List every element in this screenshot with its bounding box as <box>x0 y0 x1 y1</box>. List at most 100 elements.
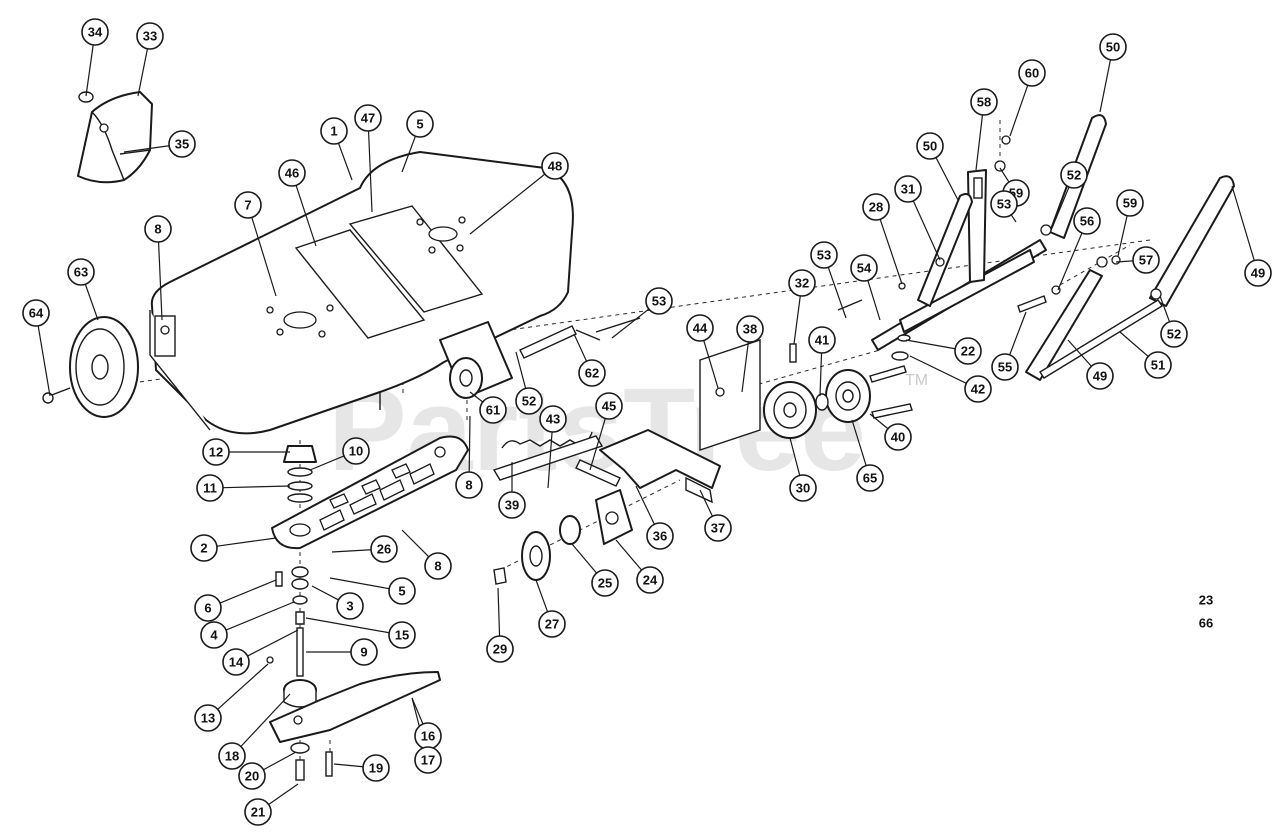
callout-58: 58 <box>970 88 998 116</box>
callout-circle <box>81 18 109 46</box>
spindle-assembly <box>266 445 317 677</box>
callout-52: 52 <box>1160 320 1188 348</box>
leader-line-59 <box>1117 215 1128 257</box>
leader-line-28 <box>879 219 903 285</box>
leader-line-42 <box>909 355 967 384</box>
leader-line-56 <box>1057 232 1083 291</box>
callout-circle <box>916 132 944 160</box>
callout-circle <box>22 299 50 327</box>
leader-line-52 <box>1051 186 1070 229</box>
callout-circle <box>136 22 164 50</box>
callout-number: 15 <box>395 628 409 643</box>
callout-number: 25 <box>598 576 612 591</box>
leader-line-19 <box>333 763 364 768</box>
callout-number: 7 <box>244 198 251 213</box>
callout-circle <box>190 534 218 562</box>
callout-36: 36 <box>646 522 674 550</box>
callout-50: 50 <box>1099 33 1127 61</box>
callout-circle <box>486 635 514 663</box>
callout-circle <box>234 191 262 219</box>
callout-circle <box>388 577 416 605</box>
leader-line-29 <box>497 587 501 637</box>
callout-leaders <box>37 44 1255 806</box>
callout-circle <box>1132 246 1160 274</box>
callout-3: 3 <box>336 592 364 620</box>
callout-51: 51 <box>1144 351 1172 379</box>
callout-circle <box>67 258 95 286</box>
callout-number: 49 <box>1251 266 1265 281</box>
callout-number: 22 <box>961 344 975 359</box>
leader-line-40 <box>869 413 889 430</box>
callout-number: 61 <box>486 403 500 418</box>
callout-number: 30 <box>796 481 810 496</box>
callout-63: 63 <box>67 258 95 286</box>
callout-47: 47 <box>354 104 382 132</box>
callout-number: 27 <box>545 617 559 632</box>
leader-line-50 <box>935 157 959 201</box>
callout-46: 46 <box>278 159 306 187</box>
leader-line-32 <box>793 295 801 345</box>
leader-line-16 <box>411 697 424 725</box>
callout-27: 27 <box>538 610 566 638</box>
callout-13: 13 <box>194 704 222 732</box>
callout-circle <box>808 326 836 354</box>
leader-line-7 <box>251 217 277 297</box>
callout-number: 45 <box>602 399 616 414</box>
callout-number: 43 <box>546 412 560 427</box>
mower-deck-housing <box>149 151 574 435</box>
callout-circle <box>515 387 543 415</box>
leader-line-5 <box>329 577 390 590</box>
callout-number: 20 <box>245 769 259 784</box>
callout-number: 40 <box>891 430 905 445</box>
callout-53: 53 <box>810 241 838 269</box>
callout-circle <box>218 742 246 770</box>
callout-number: 65 <box>863 471 877 486</box>
callout-31: 31 <box>894 175 922 203</box>
leader-line-59 <box>999 167 1010 183</box>
leader-line-20 <box>263 751 297 771</box>
callout-8: 8 <box>144 215 172 243</box>
leader-line-21 <box>268 783 299 806</box>
callout-number: 13 <box>201 711 215 726</box>
leader-line-41 <box>819 352 823 397</box>
leader-line-49 <box>1231 185 1255 261</box>
callout-8: 8 <box>424 552 452 580</box>
callout-15: 15 <box>388 621 416 649</box>
leader-line-54 <box>867 280 881 321</box>
callout-number: 1 <box>330 124 337 139</box>
callout-circle <box>788 269 816 297</box>
callout-circle <box>350 638 378 666</box>
callout-circle <box>1060 161 1088 189</box>
callout-circle <box>636 566 664 594</box>
callout-circle <box>645 287 673 315</box>
leader-line-65 <box>851 419 867 466</box>
leader-line-47 <box>367 130 373 213</box>
callout-number: 63 <box>74 265 88 280</box>
callout-29: 29 <box>486 635 514 663</box>
callout-2: 2 <box>190 534 218 562</box>
leader-line-63 <box>84 284 99 321</box>
callout-39: 39 <box>498 491 526 519</box>
callout-circle <box>194 704 222 732</box>
leader-line-4 <box>225 601 295 631</box>
callout-number: 53 <box>652 294 666 309</box>
leader-line-31 <box>912 200 941 261</box>
callout-number: 56 <box>1080 214 1094 229</box>
callout-circle <box>1244 259 1272 287</box>
callout-62: 62 <box>578 359 606 387</box>
leader-line-8 <box>468 415 471 473</box>
callout-30: 30 <box>789 474 817 502</box>
callout-number: 62 <box>585 366 599 381</box>
leader-line-3 <box>311 585 339 601</box>
callout-number: 54 <box>857 261 872 276</box>
watermark-trademark: TM <box>905 372 928 389</box>
callout-number: 44 <box>693 321 708 336</box>
callout-50: 50 <box>916 132 944 160</box>
callout-number: 5 <box>398 584 405 599</box>
leader-line-55 <box>1009 311 1027 356</box>
callout-1: 1 <box>320 117 348 145</box>
callout-22: 22 <box>954 337 982 365</box>
callout-number: 46 <box>285 166 299 181</box>
callout-44: 44 <box>686 314 714 342</box>
leader-line-6 <box>219 579 277 604</box>
